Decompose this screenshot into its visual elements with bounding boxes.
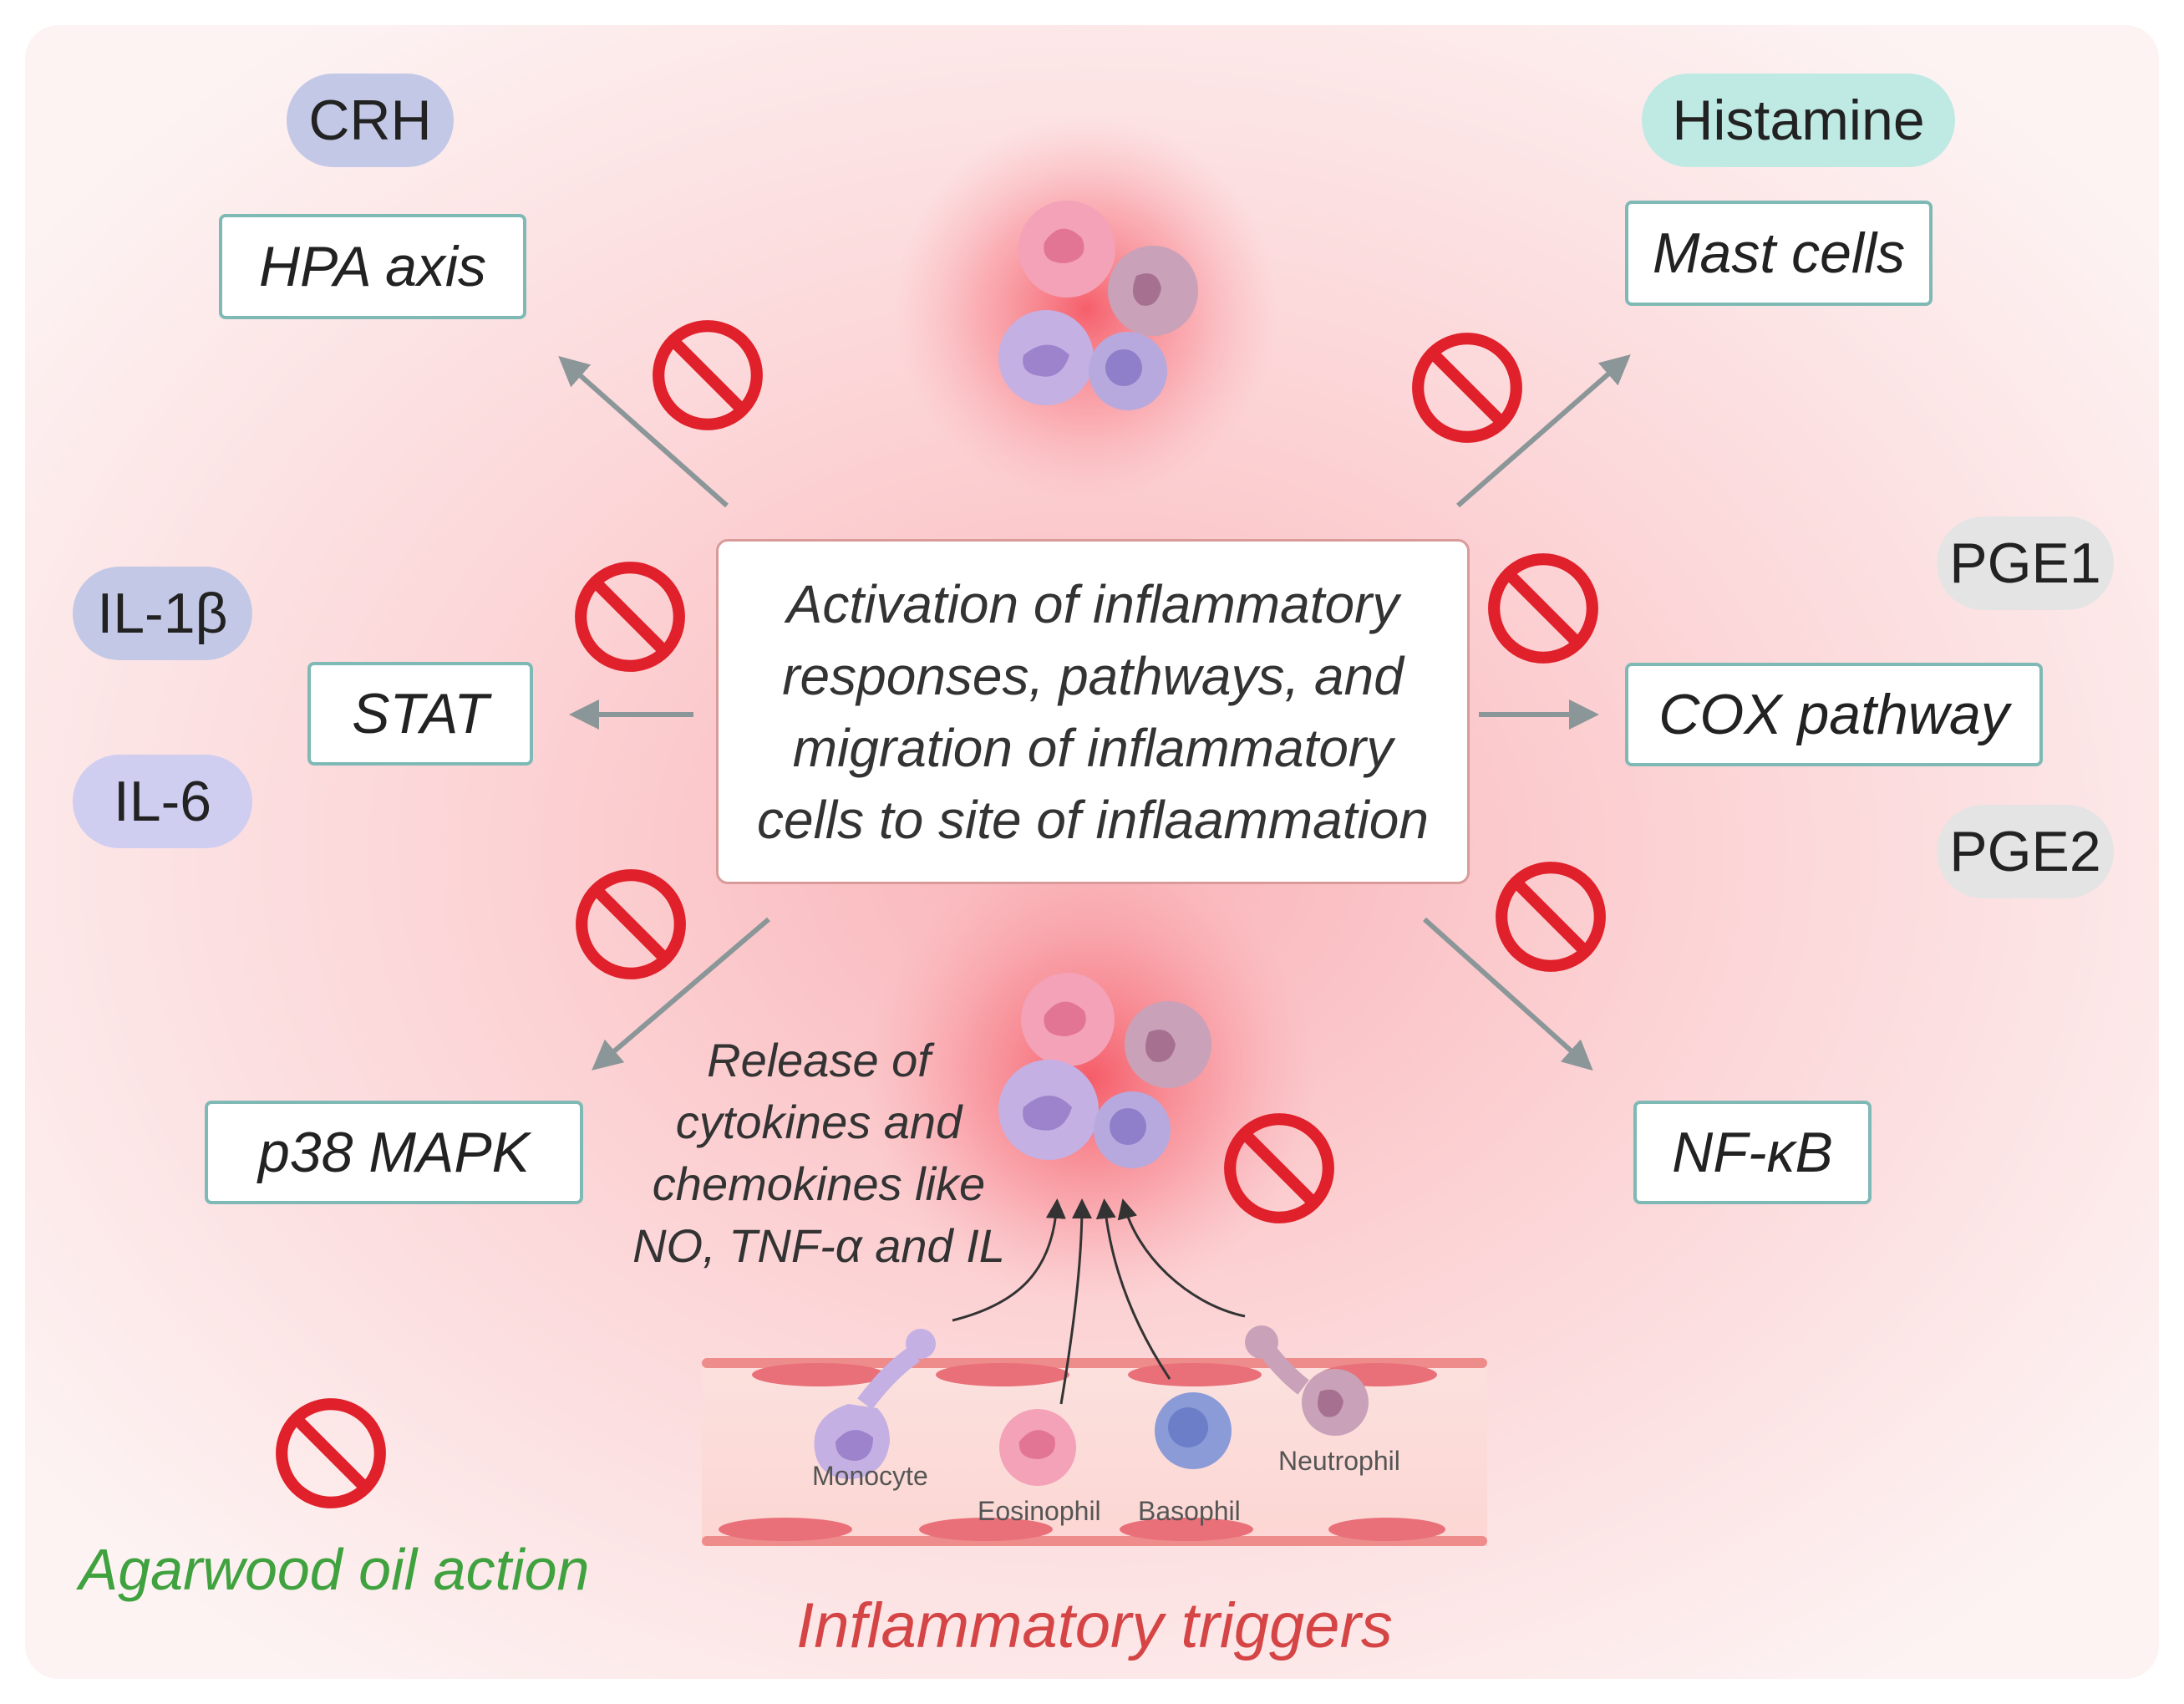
top-cell-cluster <box>998 201 1198 410</box>
label-basophil: Basophil <box>1138 1496 1241 1526</box>
top-glow <box>894 117 1278 501</box>
pathway-mast-cells: Mast cells <box>1625 201 1933 306</box>
migration-arrow-basophil <box>1095 1198 1171 1380</box>
mediator-crh: CRH <box>287 74 454 167</box>
pathway-cox: COX pathway <box>1625 663 2043 766</box>
neutrophil-cell <box>1245 1325 1369 1436</box>
bottom-cell-cluster <box>998 973 1211 1168</box>
pathway-arrows <box>558 354 1631 1071</box>
cytokine-release-text: Release of cytokines and chemokines like… <box>632 1034 1005 1272</box>
monocyte-cell <box>814 1329 936 1479</box>
bottom-glow <box>865 852 1316 1304</box>
mediator-il6: IL-6 <box>73 755 252 848</box>
mediator-pge2: PGE2 <box>1937 805 2114 898</box>
central-activation-box: Activation of inflammatory responses, pa… <box>716 539 1470 884</box>
diagram-title: Inflammatory triggers <box>796 1590 1393 1661</box>
eosinophil-cell <box>999 1409 1076 1486</box>
arrow-to-nfkb <box>1422 917 1593 1071</box>
pathway-nfkb: NF-κB <box>1633 1101 1872 1204</box>
arrow-to-p38 <box>592 917 770 1071</box>
arrow-to-hpa <box>558 356 729 508</box>
pathway-p38-mapk: p38 MAPK <box>205 1101 583 1204</box>
basophil-cell <box>1155 1392 1232 1469</box>
migration-arrow-monocyte <box>952 1198 1066 1322</box>
migration-arrows <box>952 1198 1246 1405</box>
mediator-histamine: Histamine <box>1642 74 1955 167</box>
migration-arrow-neutrophil <box>1117 1198 1246 1318</box>
label-neutrophil: Neutrophil <box>1278 1446 1400 1476</box>
label-eosinophil: Eosinophil <box>978 1496 1101 1526</box>
arrow-to-mast <box>1456 354 1631 508</box>
pathway-hpa-axis: HPA axis <box>219 214 526 319</box>
pathway-stat: STAT <box>307 662 533 766</box>
label-monocyte: Monocyte <box>812 1461 928 1491</box>
legend-label: Agarwood oil action <box>79 1537 590 1602</box>
mediator-il1b: IL-1β <box>73 567 252 660</box>
central-activation-text: Activation of inflammatory responses, pa… <box>757 573 1429 850</box>
mediator-pge1: PGE1 <box>1937 516 2114 610</box>
migration-arrow-eosinophil <box>1059 1198 1092 1405</box>
